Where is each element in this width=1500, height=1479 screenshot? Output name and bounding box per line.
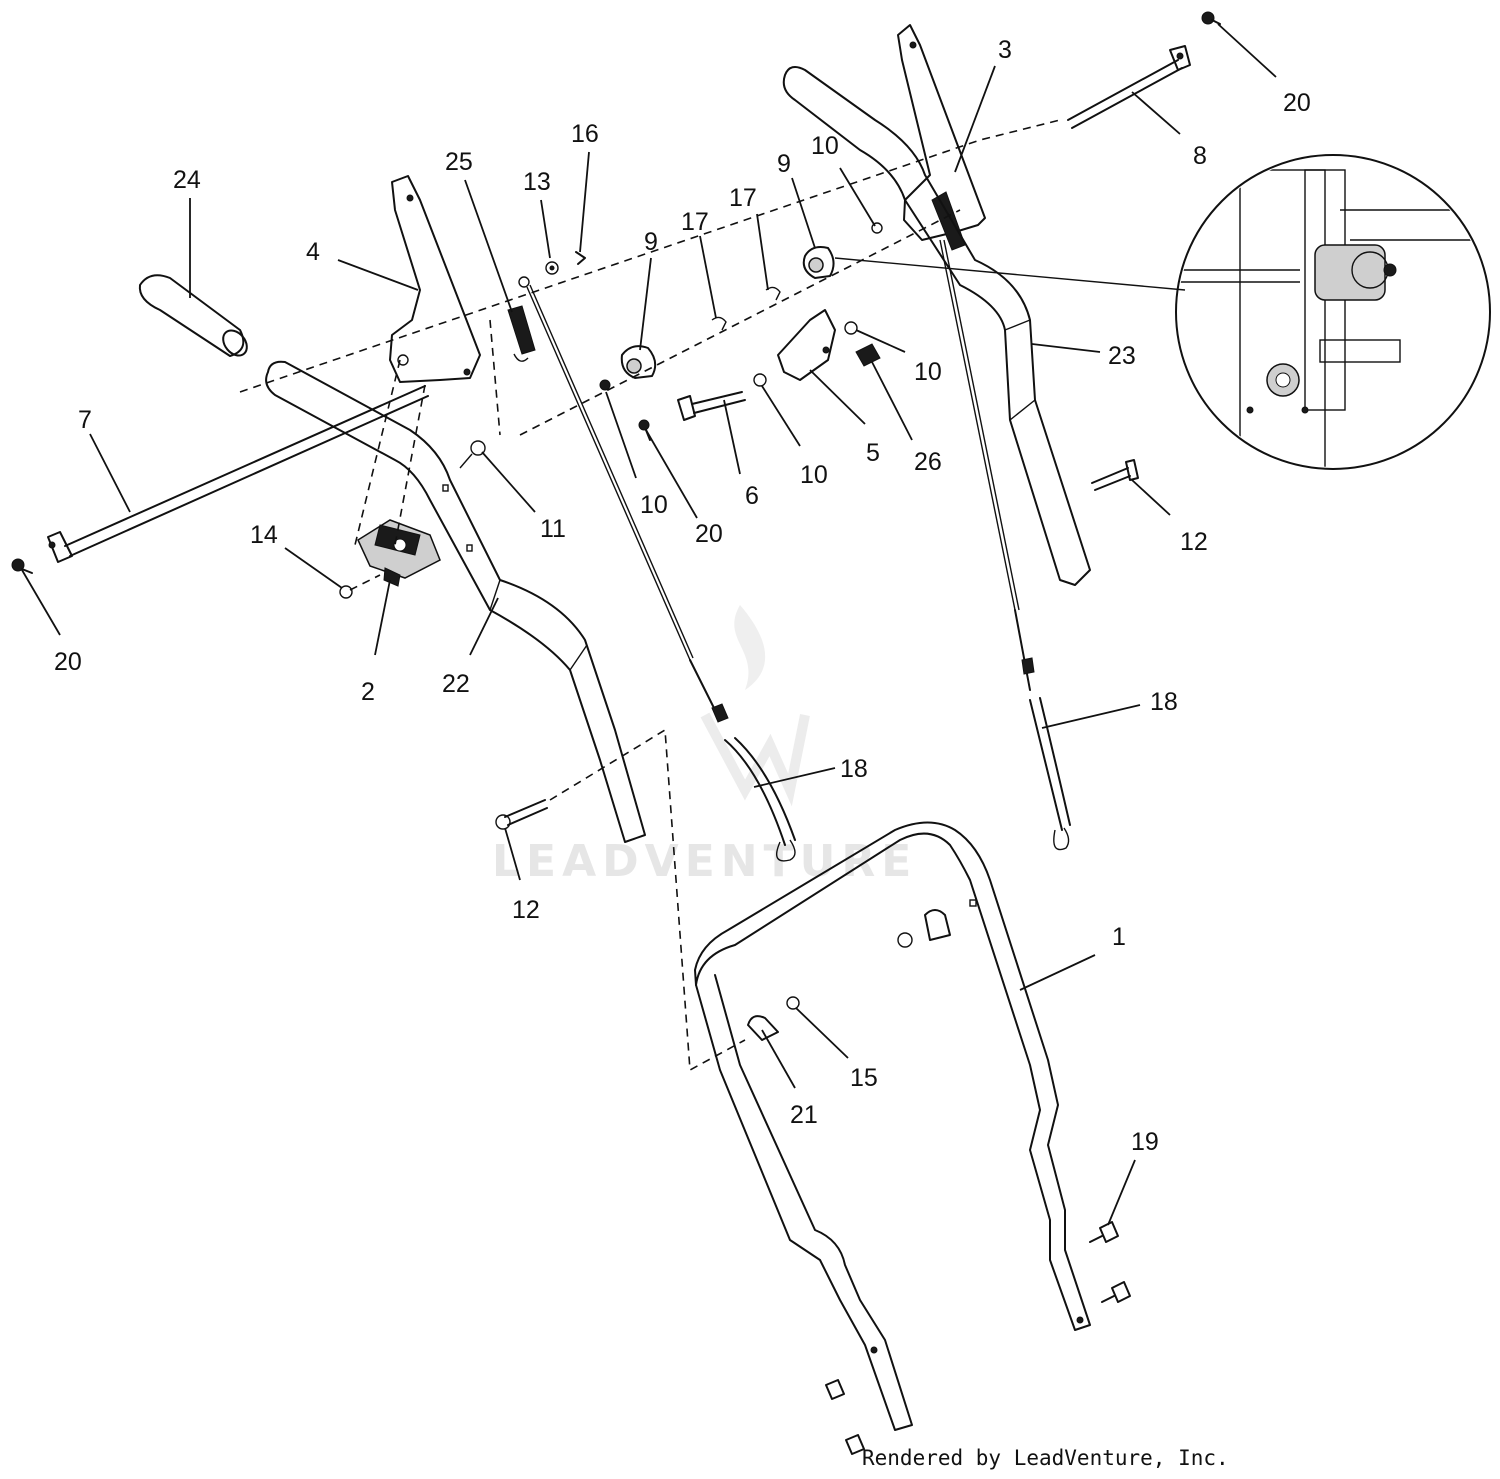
part-1-frame [694, 821, 1091, 1431]
part-11-pin [459, 440, 486, 469]
watermark-text: LEADVENTURE [492, 836, 917, 887]
callout-10-lower-middle: 10 [800, 461, 828, 489]
callout-10-top: 10 [811, 132, 839, 160]
watermark: LEADVENTURE [492, 605, 917, 887]
callout-16: 16 [571, 120, 599, 148]
callout-18-right: 18 [1150, 688, 1178, 716]
callout-11: 11 [540, 515, 566, 543]
assembly-lines [239, 119, 1061, 1072]
part-10-nut-c [753, 373, 767, 387]
part-9-pulley-right [802, 246, 835, 279]
part-4-plate [389, 175, 481, 383]
part-8-rod [1067, 45, 1191, 129]
callout-12-left: 12 [512, 896, 540, 924]
detail-inset [834, 154, 1491, 470]
part-19-bolts [825, 1221, 1131, 1455]
callout-8: 8 [1193, 142, 1207, 170]
part-15-nut [786, 996, 800, 1010]
callout-6: 6 [745, 482, 759, 510]
part-16-pin [575, 251, 586, 265]
part-12-pin-left [495, 799, 548, 830]
part-21-spacer [747, 1015, 779, 1041]
part-10-nut-b [599, 379, 611, 391]
callout-1: 1 [1112, 923, 1126, 951]
callout-15: 15 [850, 1064, 878, 1092]
part-20-screw-left [11, 558, 33, 574]
callout-17-right: 17 [729, 184, 757, 212]
callout-26: 26 [914, 448, 942, 476]
callout-20-middle: 20 [695, 520, 723, 548]
callout-2: 2 [361, 678, 375, 706]
part-12-pin-right [1091, 459, 1139, 491]
callout-7: 7 [78, 406, 92, 434]
callout-13: 13 [523, 168, 551, 196]
callout-21: 21 [790, 1101, 818, 1129]
callout-9-left: 9 [644, 228, 658, 256]
callout-19: 19 [1131, 1128, 1159, 1156]
callout-18-left: 18 [840, 755, 868, 783]
part-20-screw-right [1201, 11, 1221, 25]
callout-3: 3 [998, 36, 1012, 64]
callout-23: 23 [1108, 342, 1136, 370]
part-20-screw-middle [638, 419, 651, 441]
part-14-nut [339, 585, 353, 599]
part-17-clip-a [711, 316, 727, 331]
part-18-cable-right [939, 239, 1071, 851]
part-10-nut-d [844, 321, 858, 335]
callout-labels: 24 4 25 13 16 9 17 17 9 10 3 20 8 7 11 1… [54, 36, 1311, 1156]
callout-24: 24 [173, 166, 201, 194]
callout-5: 5 [866, 439, 880, 467]
part-2-latch [357, 519, 441, 587]
part-23-handle [782, 65, 1091, 586]
part-24-grip [138, 274, 248, 357]
callout-4: 4 [306, 238, 320, 266]
callout-17-left: 17 [681, 208, 709, 236]
part-25-spring [507, 305, 536, 362]
callout-20-top-right: 20 [1283, 89, 1311, 117]
callout-10-lower-left: 10 [640, 491, 668, 519]
part-7-rod [47, 385, 429, 563]
callout-10-right: 10 [914, 358, 942, 386]
callout-14: 14 [250, 521, 278, 549]
part-26-spring [855, 343, 881, 367]
callout-25: 25 [445, 148, 473, 176]
part-10-nut-a [871, 222, 883, 234]
part-6-shaft [677, 391, 746, 421]
part-3-plate [897, 24, 986, 251]
part-22-handle [265, 360, 646, 843]
part-5-bracket [777, 309, 836, 381]
part-9-pulley-left [620, 345, 657, 379]
callout-12-right: 12 [1180, 528, 1208, 556]
callout-9-right: 9 [777, 150, 791, 178]
render-credit: Rendered by LeadVenture, Inc. [862, 1446, 1229, 1470]
callout-22: 22 [442, 670, 470, 698]
leader-lines [21, 23, 1277, 1226]
part-18-cable-left [518, 276, 796, 862]
part-13-washer [545, 261, 559, 275]
callout-20-left: 20 [54, 648, 82, 676]
